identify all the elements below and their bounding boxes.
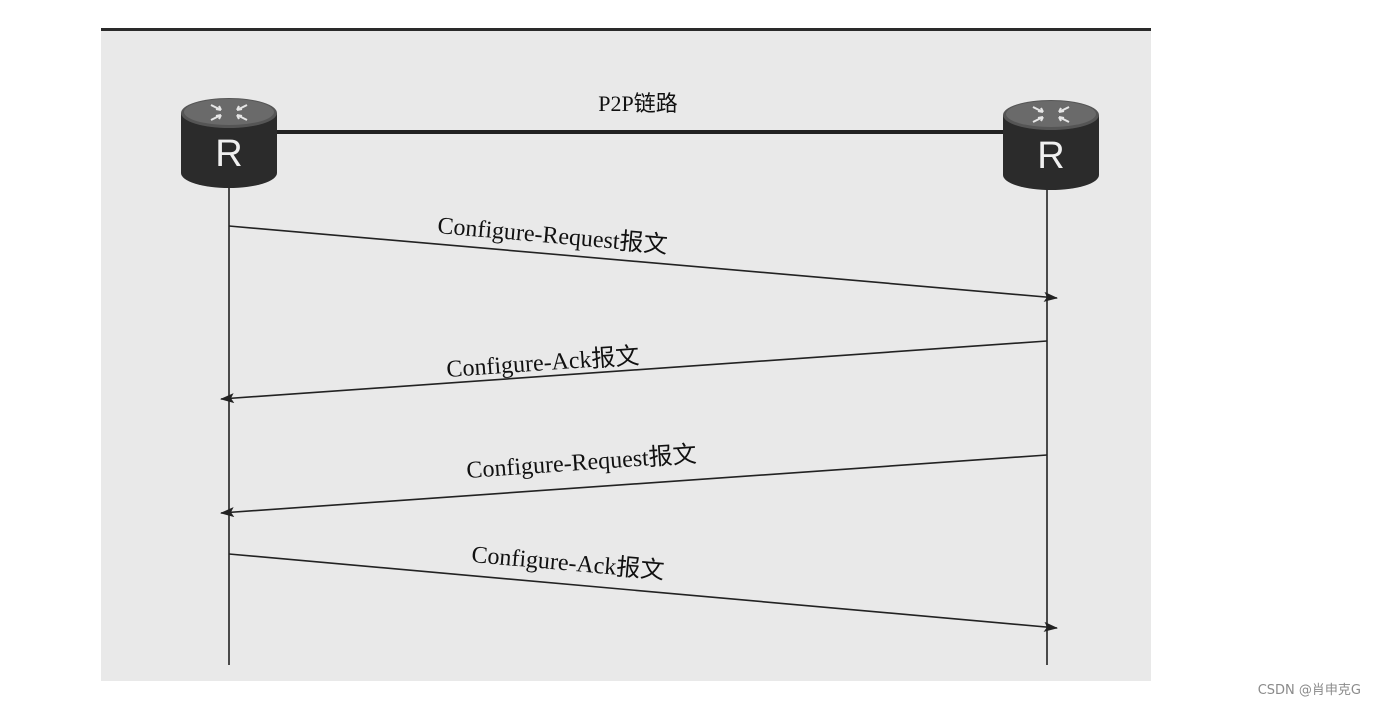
diagram-canvas: P2P链路 R (181, 91, 1099, 665)
router-icon: R (1003, 100, 1099, 190)
sequence-diagram: P2P链路 R (101, 28, 1151, 681)
router-right-letter: R (1037, 135, 1064, 177)
message-arrow (228, 553, 1058, 632)
router-icon: R (181, 98, 277, 188)
message-arrow (220, 454, 1048, 518)
router-left-letter: R (215, 133, 242, 175)
watermark: CSDN @肖申克G (1257, 683, 1361, 698)
message-arrow (228, 225, 1058, 302)
message-label: Configure-Request报文 (436, 212, 668, 259)
message-label: Configure-Request报文 (466, 441, 698, 484)
message-arrow (220, 340, 1048, 404)
link-label: P2P链路 (598, 91, 677, 116)
